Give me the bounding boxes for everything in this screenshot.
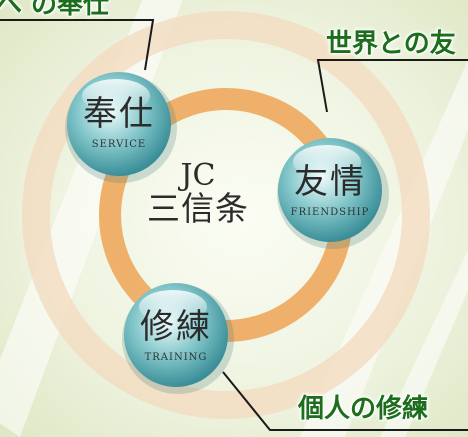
- leader-line-training: [222, 371, 468, 431]
- bubble-service: [65, 72, 177, 183]
- node-friendship: 友情 FRIENDSHIP: [280, 165, 380, 218]
- node-training-kanji: 修練: [140, 307, 212, 347]
- bubble-service-gloss: [82, 79, 150, 113]
- leader-lines: [0, 19, 468, 431]
- bubble-training: [122, 283, 234, 394]
- bubble-friendship: [277, 138, 389, 249]
- leader-line-service: [0, 19, 155, 71]
- node-training: 修練 TRAINING: [128, 310, 224, 363]
- outer-ring: [22, 11, 430, 419]
- node-training-roman: TRAINING: [144, 352, 208, 363]
- center-title-creed: 三信条: [147, 188, 249, 228]
- node-friendship-roman: FRIENDSHIP: [290, 207, 370, 218]
- node-friendship-kanji: 友情: [294, 162, 366, 202]
- center-title: JC 三信条: [138, 160, 258, 226]
- node-service: 奉仕 SERVICE: [71, 97, 167, 150]
- node-service-roman: SERVICE: [91, 139, 147, 150]
- center-title-jc: JC: [180, 158, 216, 193]
- node-service-kanji: 奉仕: [83, 94, 155, 134]
- leader-line-friendship: [316, 59, 468, 113]
- bubble-friendship-gloss: [293, 145, 361, 179]
- bubble-training-gloss: [139, 290, 207, 324]
- callout-service-label: へ の奉仕: [0, 0, 110, 20]
- callout-friendship-label: 世界との友: [326, 29, 456, 59]
- callout-training-label: 個人の修練: [298, 394, 429, 424]
